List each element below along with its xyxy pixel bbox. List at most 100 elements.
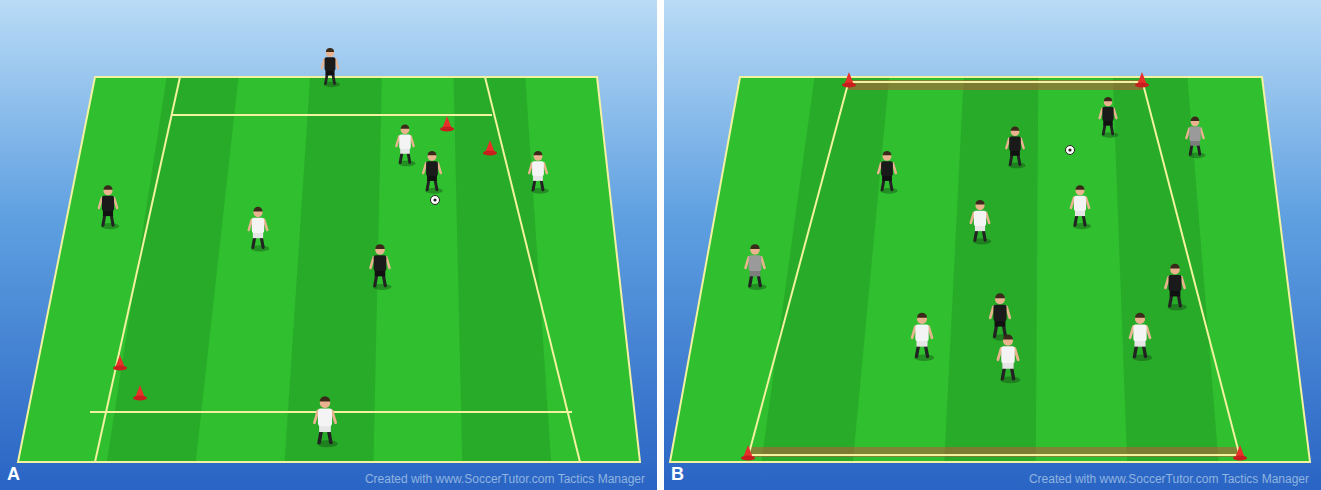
head <box>534 152 543 161</box>
arm <box>1100 109 1103 118</box>
shirt <box>915 324 928 341</box>
arm <box>335 59 338 68</box>
player <box>912 313 934 361</box>
player <box>746 244 767 290</box>
player <box>423 151 443 194</box>
player <box>998 334 1020 383</box>
arm <box>438 163 441 173</box>
player <box>1006 126 1025 168</box>
arm <box>1086 198 1089 208</box>
head <box>1191 118 1200 127</box>
arm <box>912 327 915 338</box>
arm <box>1114 109 1117 118</box>
ball <box>1066 146 1075 155</box>
arm <box>1165 277 1168 288</box>
shirt <box>881 161 893 176</box>
grass-stripe <box>944 77 1038 462</box>
grass-stripe <box>285 77 382 462</box>
arm <box>99 198 102 208</box>
head <box>401 125 410 134</box>
arm <box>1186 129 1189 139</box>
head <box>1011 127 1020 136</box>
player <box>99 185 119 229</box>
shirt <box>974 211 986 226</box>
hair <box>1135 313 1145 318</box>
hair <box>1075 185 1084 190</box>
hair <box>883 151 892 155</box>
arm <box>1071 198 1074 208</box>
ball <box>431 196 440 205</box>
arm <box>332 411 336 423</box>
arm <box>971 213 974 223</box>
hair <box>534 151 543 155</box>
ball-patch <box>1068 148 1071 151</box>
arm <box>371 257 374 268</box>
arm <box>1006 138 1009 148</box>
hair <box>750 244 759 249</box>
player <box>529 151 549 194</box>
shirt <box>374 255 387 271</box>
player <box>249 207 270 252</box>
arm <box>396 136 399 146</box>
shirt <box>252 218 264 233</box>
watermark: Created with www.SoccerTutor.com Tactics… <box>1029 472 1309 486</box>
arm <box>878 163 881 173</box>
arm <box>544 163 547 173</box>
head <box>883 152 892 161</box>
shirt <box>1169 275 1182 291</box>
arm <box>990 307 993 318</box>
watermark: Created with www.SoccerTutor.com Tactics… <box>365 472 645 486</box>
arm <box>929 327 932 338</box>
hair <box>326 48 334 52</box>
hair <box>975 200 984 205</box>
hair <box>320 396 331 401</box>
hair <box>103 185 112 190</box>
player <box>1100 97 1119 138</box>
player <box>322 48 340 87</box>
shirt <box>1009 137 1021 151</box>
shirt <box>426 161 438 176</box>
head <box>1104 98 1112 106</box>
hair <box>375 244 384 249</box>
arm <box>314 411 318 423</box>
arm <box>322 59 325 68</box>
shirt <box>993 305 1006 321</box>
head <box>326 49 334 57</box>
cone-base <box>133 396 147 401</box>
arm <box>1021 138 1024 148</box>
arm <box>1130 327 1133 338</box>
hair <box>1104 97 1112 101</box>
shirt <box>399 135 411 149</box>
player <box>396 124 415 166</box>
arm <box>249 220 252 230</box>
arm <box>1201 129 1204 139</box>
hair <box>917 313 927 318</box>
arm <box>411 136 414 146</box>
arm <box>529 163 532 173</box>
shirt <box>1001 346 1014 363</box>
panel-letter: B <box>671 464 684 485</box>
grass-stripe <box>107 77 239 462</box>
arm <box>986 213 989 223</box>
arm <box>264 220 267 230</box>
cone-base <box>1135 83 1149 88</box>
hair <box>401 124 410 128</box>
player <box>1071 185 1091 229</box>
hair <box>1170 264 1180 269</box>
grass-stripe <box>1113 77 1219 462</box>
hair <box>1011 126 1020 130</box>
shirt <box>1074 196 1086 211</box>
hair <box>1003 334 1013 339</box>
player <box>1130 313 1152 361</box>
head <box>428 152 437 161</box>
hair <box>253 207 262 212</box>
player <box>1186 117 1205 159</box>
arm <box>386 257 389 268</box>
shirt <box>1102 107 1113 121</box>
arm <box>893 163 896 173</box>
shirt <box>532 161 544 176</box>
arm <box>423 163 426 173</box>
cone-base <box>483 151 497 156</box>
